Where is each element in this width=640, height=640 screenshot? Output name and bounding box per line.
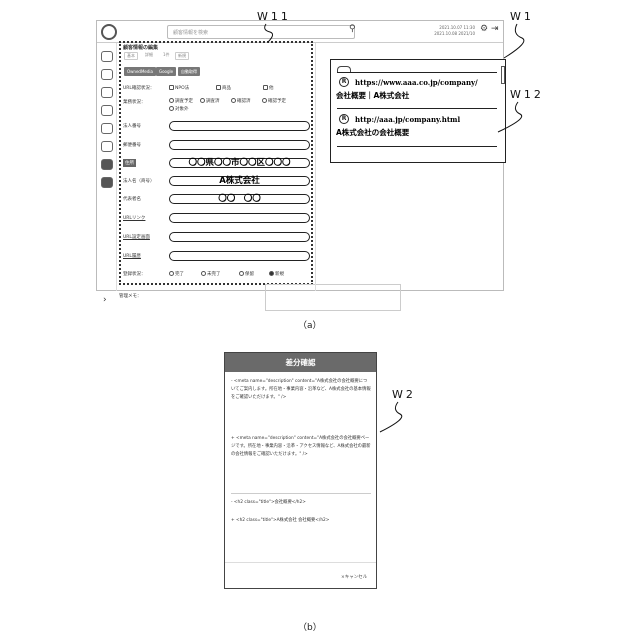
- divider: [231, 493, 371, 494]
- dialog-title: 差分確認: [225, 353, 376, 372]
- cancel-button-label: キャンセル: [345, 575, 368, 580]
- diff-removed-line: - <meta name="description" content="A株式会…: [231, 378, 371, 402]
- caption-b: （b）: [298, 620, 322, 633]
- diff-removed-line: - <h2 class="title">会社概要</h2>: [231, 499, 371, 507]
- diff-added-line: + <meta name="description" content="A株式会…: [231, 435, 371, 459]
- cancel-button[interactable]: ×キャンセル: [341, 574, 367, 580]
- caption-a: （a）: [298, 318, 322, 331]
- diff-added-line: + <h2 class="title">A株式会社 会社概要</h2>: [231, 517, 371, 525]
- diff-dialog: 差分確認 - <meta name="description" content=…: [224, 352, 377, 589]
- dialog-footer: [225, 562, 376, 563]
